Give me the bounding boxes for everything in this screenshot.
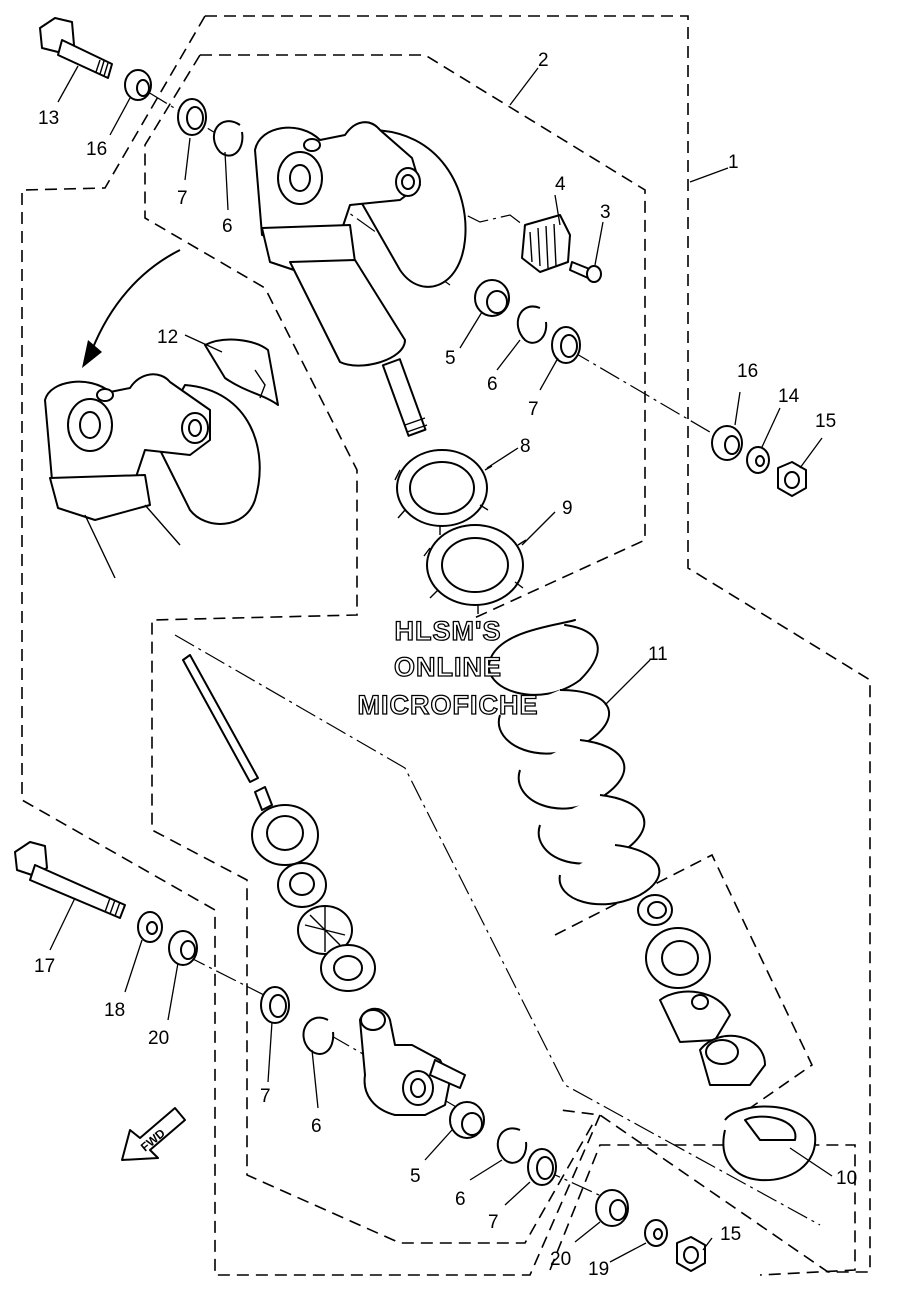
- boundary-left-upper: [21, 15, 601, 1276]
- callout-20-left: 20: [148, 1028, 169, 1049]
- circlip-6-upper: [516, 305, 548, 344]
- watermark: HLSM'S ONLINE MICROFICHE: [357, 615, 539, 720]
- leader-lines: [49, 65, 833, 1263]
- callout-labels: 1 2 3 4 5 5 6 6 6 6 7 7 7 7 8 9 10 11 12…: [34, 50, 857, 1280]
- callout-15-upper: 15: [815, 411, 836, 432]
- circlip-6-lower-right: [496, 1127, 528, 1164]
- callout-16-right: 16: [737, 361, 758, 382]
- callout-19: 19: [588, 1259, 609, 1280]
- callout-2: 2: [538, 50, 549, 71]
- callout-6-top: 6: [222, 216, 233, 237]
- watermark-line-2: ONLINE: [394, 652, 502, 682]
- inset-view: [44, 249, 279, 579]
- callout-5-lower: 5: [410, 1166, 421, 1187]
- spring-11: [487, 619, 661, 906]
- callout-10: 10: [836, 1168, 857, 1189]
- collar-20-lower-left: [168, 930, 198, 966]
- boundary-reservoir: [554, 853, 814, 1116]
- reservoir-parts: [637, 894, 766, 1086]
- callout-15-lower: 15: [720, 1224, 741, 1245]
- adjuster-4: [521, 214, 571, 273]
- boundary-assembly-2: [200, 54, 646, 621]
- washer-19: [644, 1219, 668, 1247]
- callout-9: 9: [562, 498, 573, 519]
- oil-seal-7-top: [177, 98, 207, 136]
- callout-14: 14: [778, 386, 800, 407]
- callout-7-lower-left: 7: [260, 1086, 271, 1107]
- collar-16-top: [124, 69, 152, 101]
- callout-1: 1: [728, 152, 739, 173]
- callout-12: 12: [157, 327, 178, 348]
- bolt-17: [14, 841, 126, 919]
- collar-16-right: [711, 425, 743, 461]
- circlip-6-top: [213, 120, 244, 157]
- watermark-line-3: MICROFICHE: [358, 690, 539, 720]
- lower-clevis: [359, 1007, 466, 1116]
- callout-16-top: 16: [86, 139, 107, 160]
- oil-seal-7-lower-right: [527, 1148, 557, 1186]
- callout-7-lower-right: 7: [488, 1212, 499, 1233]
- callout-13: 13: [38, 108, 59, 129]
- screw-3: [569, 261, 602, 283]
- callout-6-upper: 6: [487, 374, 498, 395]
- washer-18: [137, 911, 163, 943]
- collar-20-lower-right: [595, 1189, 629, 1227]
- callout-4: 4: [555, 174, 566, 195]
- bump-stop-10: [722, 1105, 817, 1182]
- callout-5-upper: 5: [445, 348, 456, 369]
- boundary-assembly-1: [205, 15, 871, 1273]
- ring-nut-9: [423, 524, 527, 614]
- callout-8: 8: [520, 436, 531, 457]
- circlip-6-lower-left: [302, 1016, 335, 1055]
- fwd-direction-badge: FWD: [121, 1107, 186, 1161]
- callout-17: 17: [34, 956, 55, 977]
- ring-nut-8: [394, 449, 493, 535]
- rod-and-valving: [182, 654, 376, 992]
- callout-20-right: 20: [550, 1249, 571, 1270]
- bushing-5-upper: [474, 279, 510, 317]
- bolt-13: [39, 17, 113, 79]
- boundary-inset: [144, 54, 596, 1244]
- callout-11: 11: [648, 644, 668, 665]
- boundary-lower-right: [549, 1144, 856, 1276]
- nut-15-lower: [676, 1236, 706, 1272]
- nut-15-upper: [777, 461, 807, 497]
- oil-seal-7-lower-left: [260, 986, 290, 1024]
- oil-seal-7-upper: [551, 326, 581, 364]
- watermark-line-1: HLSM'S: [395, 616, 502, 646]
- callout-7-upper: 7: [528, 399, 539, 420]
- washer-14: [746, 446, 770, 474]
- callout-6-lower-left: 6: [311, 1116, 322, 1137]
- bushing-5-lower: [449, 1101, 485, 1139]
- shock-body: [254, 121, 467, 437]
- callout-7-top: 7: [177, 188, 188, 209]
- assembly-boundaries: [21, 15, 871, 1276]
- callout-6-lower-right: 6: [455, 1189, 466, 1210]
- callout-3: 3: [600, 202, 611, 223]
- callout-18: 18: [104, 1000, 125, 1021]
